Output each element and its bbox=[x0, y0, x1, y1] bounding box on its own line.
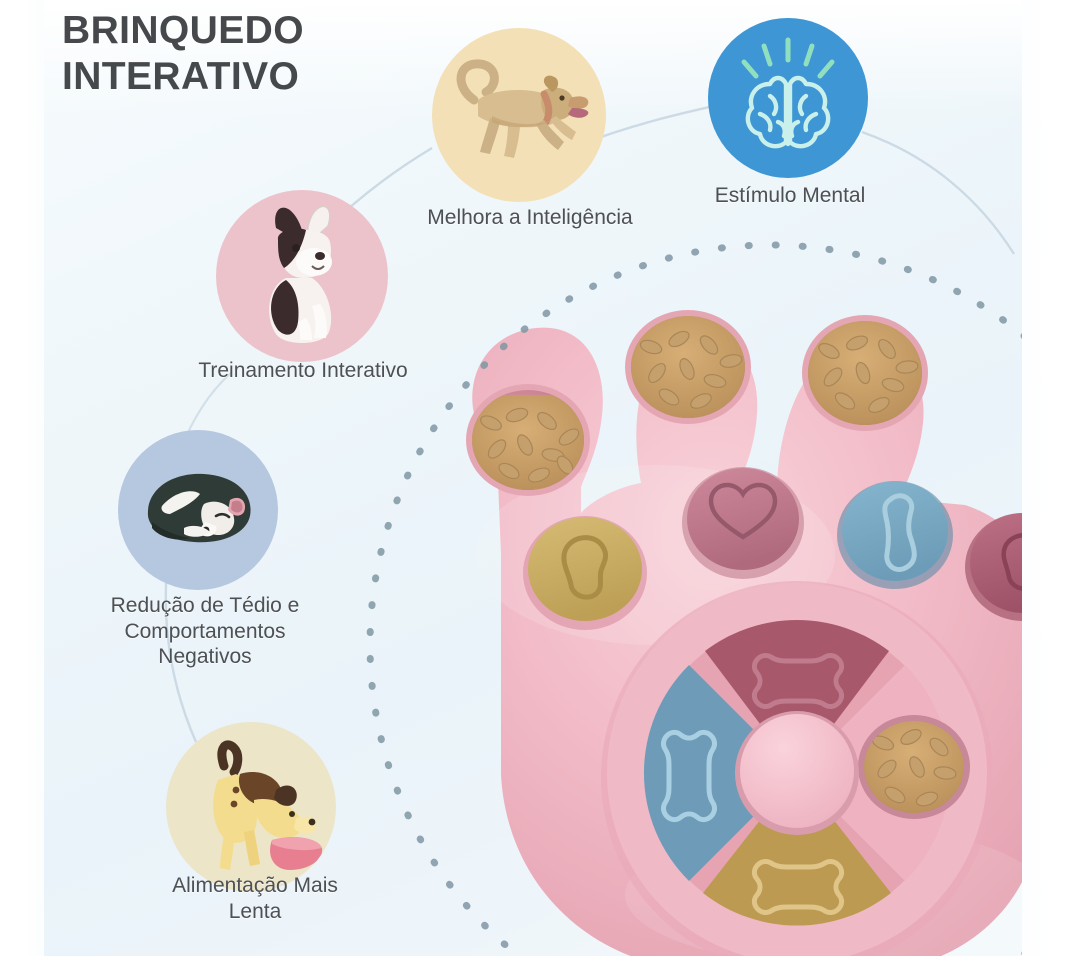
page-title-line2: INTERATIVO bbox=[62, 54, 300, 98]
rotating-wheel bbox=[601, 581, 993, 956]
feature-label-lenta-line2: Lenta bbox=[228, 899, 282, 923]
dog-eating-bowl-icon bbox=[213, 740, 323, 870]
brain-spark-lines bbox=[741, 37, 835, 79]
slider-bone-blue bbox=[842, 481, 948, 581]
heart-emboss-icon bbox=[708, 482, 778, 540]
feature-icon-treinamento bbox=[216, 190, 388, 362]
wheel-hub bbox=[740, 714, 854, 828]
feature-icon-inteligencia bbox=[432, 28, 606, 202]
bone-emboss-wheel-left bbox=[661, 729, 717, 823]
feature-label-inteligencia: Melhora a Inteligência bbox=[427, 206, 633, 229]
left-margin bbox=[0, 0, 44, 956]
feature-icon-mental bbox=[708, 18, 868, 178]
feature-label-lenta: Alimentação Mais Lenta bbox=[120, 873, 390, 924]
feature-icon-tedio bbox=[118, 430, 278, 590]
kibble-fill-1 bbox=[472, 395, 584, 490]
food-well-group bbox=[466, 310, 928, 496]
kibble-fill-3 bbox=[808, 321, 922, 425]
kibble-fill-2 bbox=[631, 316, 745, 418]
wheel-segment-left bbox=[643, 665, 797, 881]
feature-label-tedio-line1: Redução de Tédio e bbox=[110, 594, 300, 617]
sleeping-dog-icon bbox=[147, 473, 251, 543]
feature-icon-lenta bbox=[166, 722, 336, 892]
feature-label-treinamento: Treinamento Interativo bbox=[198, 359, 408, 382]
slider-dog-head-gold bbox=[528, 517, 642, 621]
bone-emboss-icon bbox=[882, 493, 917, 572]
playful-dog-icon bbox=[456, 59, 589, 158]
brain-icon bbox=[741, 37, 835, 149]
feature-label-tedio: Redução de Tédio e Comportamentos Negati… bbox=[60, 593, 350, 670]
bone-emboss-wheel-bottom bbox=[751, 859, 845, 915]
bone-emboss-wheel-top bbox=[751, 653, 845, 709]
feature-label-tedio-line2: Comportamentos bbox=[124, 619, 286, 643]
wheel-segment-top bbox=[705, 619, 889, 773]
feature-label-lenta-line1: Alimentação Mais bbox=[172, 874, 338, 897]
wheel-segment-bottom bbox=[703, 773, 891, 926]
kibble-fill-wheel bbox=[864, 721, 964, 813]
dog-head-emboss-icon bbox=[561, 535, 609, 600]
page-title-line1: BRINQUEDO bbox=[62, 9, 304, 52]
right-margin bbox=[1022, 0, 1080, 956]
french-bulldog-sitting-icon bbox=[269, 205, 332, 343]
feature-label-tedio-line3: Negativos bbox=[158, 645, 252, 669]
feature-label-mental: Estímulo Mental bbox=[714, 184, 866, 207]
dotted-arc-decoration bbox=[366, 241, 1080, 956]
page-title: BRINQUEDO INTERATIVO bbox=[62, 8, 482, 99]
